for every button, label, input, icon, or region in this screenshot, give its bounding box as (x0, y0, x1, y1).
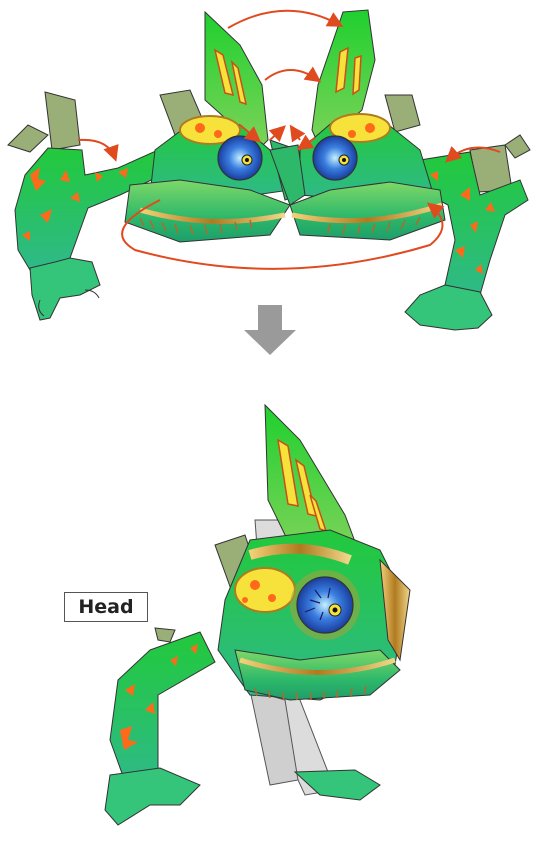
right-head-half (270, 10, 445, 240)
down-arrow-icon (244, 305, 296, 355)
head-label: Head (64, 592, 148, 622)
assembly-arrows (78, 11, 500, 269)
flat-net (8, 10, 530, 330)
assembled-head (215, 405, 410, 700)
assembled-model (105, 405, 410, 825)
left-head-half (125, 12, 300, 242)
